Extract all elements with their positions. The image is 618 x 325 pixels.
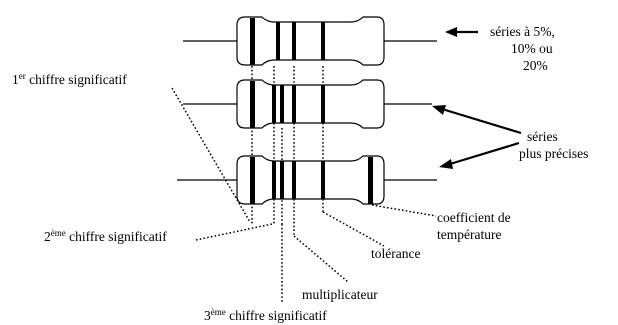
band-alignment-lines: [251, 66, 324, 236]
band-6: [368, 157, 373, 204]
resistor-bottom: [177, 155, 437, 205]
arrow-precise-bottom-shaft: [449, 141, 520, 166]
label-first-digit: 1er chiffre significatif: [12, 71, 127, 87]
label-tolerance: tolérance: [371, 246, 420, 261]
leader-multiplier: [293, 235, 349, 283]
band-3: [292, 22, 296, 60]
arrow-precise-top-shaft: [441, 107, 522, 135]
label-series-std-line1: séries à 5%,: [490, 24, 555, 39]
leader-first-digit: [171, 87, 251, 223]
series-arrows: [432, 27, 522, 169]
resistor-body: [236, 16, 385, 66]
label-temp-coeff-line2: température: [437, 227, 501, 242]
label-temp-coeff-line1: coefficient de: [437, 210, 511, 225]
label-multiplier: multiplicateur: [302, 287, 378, 302]
band-3: [280, 85, 284, 123]
arrow-precise-bottom-head: [439, 159, 453, 169]
label-third-digit: 3ème chiffre significatif: [204, 307, 327, 323]
leader-second-digit: [195, 223, 273, 241]
resistor-body: [236, 155, 385, 205]
arrow-precise-top-head: [432, 105, 446, 115]
arrow-std-head: [445, 27, 457, 37]
label-series-std-line3: 20%: [523, 58, 548, 73]
band-2: [276, 22, 280, 60]
resistor-body: [236, 79, 385, 129]
resistor-middle: [183, 79, 432, 129]
label-series-precise-line2: plus précises: [519, 146, 588, 161]
leader-tolerance: [322, 211, 385, 247]
leader-lines: [171, 87, 437, 302]
label-second-digit: 2ème chiffre significatif: [44, 228, 167, 244]
leader-temp-coeff: [371, 204, 437, 217]
label-series-precise-line1: séries: [527, 129, 558, 144]
resistor-top: [183, 16, 437, 66]
band-3: [280, 161, 284, 199]
label-series-std-line2: 10% ou: [511, 41, 553, 56]
band-4: [321, 22, 325, 60]
band-1: [250, 18, 255, 65]
